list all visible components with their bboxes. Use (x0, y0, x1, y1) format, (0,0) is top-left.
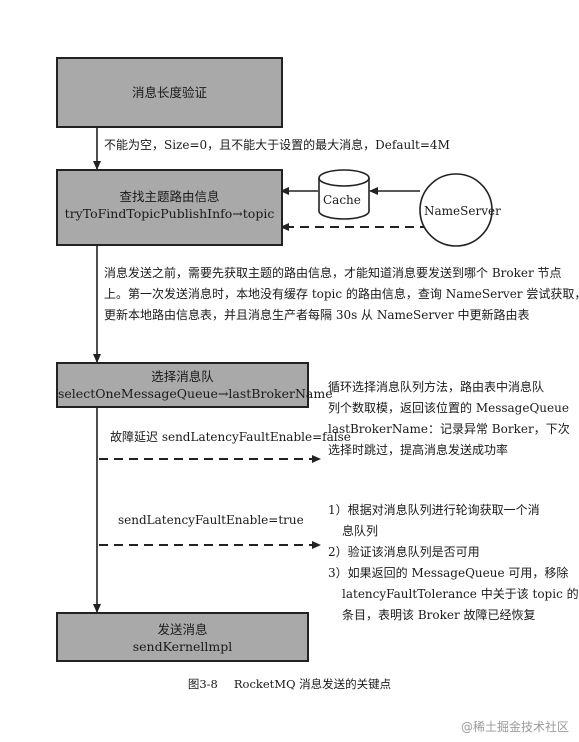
send-method: sendKernellmpl (132, 639, 233, 654)
send-box: 发送消息 sendKernellmpl (56, 612, 309, 662)
right-note2-line: 3）如果返回的 MessageQueue 可用，移除 (328, 566, 569, 580)
right-note1-line: 列个数取模，返回该位置的 MessageQueue (328, 401, 569, 415)
right-note2-line: 2）验证该消息队列是否可用 (328, 545, 480, 559)
validate-note: 不能为空，Size=0，且不能大于设置的最大消息，Default=4M (104, 138, 450, 152)
select-queue-title: 选择消息队 (151, 369, 214, 384)
validate-box: 消息长度验证 (56, 57, 283, 128)
nameserver-circle (419, 173, 493, 247)
validate-label: 消息长度验证 (131, 85, 207, 100)
route-note-line: 消息发送之前，需要先获取主题的路由信息，才能知道消息要发送到哪个 Broker … (104, 266, 562, 280)
figure-title: RocketMQ 消息发送的关键点 (233, 677, 392, 691)
right-note1: 循环选择消息队列方法，路由表中消息队 列个数取模，返回该位置的 MessageQ… (328, 377, 570, 461)
cache-cylinder (318, 169, 370, 220)
fault-false-label: 故障延迟 sendLatencyFaultEnable=false (110, 430, 351, 444)
find-route-method: tryToFindTopicPublishInfo→topic (64, 206, 275, 221)
right-note2: 1）根据对消息队列进行轮询获取一个消 息队列 2）验证该消息队列是否可用 3）如… (328, 500, 579, 626)
nameserver-label: NameServer (424, 204, 501, 218)
right-note1-line: 选择时跳过，提高消息发送成功率 (328, 443, 509, 457)
figure-number: 图3-8 (187, 677, 218, 691)
fault-true-label: sendLatencyFaultEnable=true (118, 513, 304, 527)
right-note2-line: 条目，表明该 Broker 故障已经恢复 (342, 608, 536, 622)
select-queue-box: 选择消息队 selectOneMessageQueue→lastBrokerNa… (56, 362, 333, 408)
figure-caption: 图3-8 RocketMQ 消息发送的关键点 (0, 676, 579, 692)
cache-label: Cache (323, 193, 361, 207)
right-note1-line: 循环选择消息队列方法，路由表中消息队 (328, 380, 545, 394)
send-title: 发送消息 (157, 622, 208, 637)
route-note: 消息发送之前，需要先获取主题的路由信息，才能知道消息要发送到哪个 Broker … (104, 263, 579, 326)
find-route-box: 查找主题路由信息 tryToFindTopicPublishInfo→topic (56, 169, 283, 246)
find-route-title: 查找主题路由信息 (119, 189, 220, 204)
route-note-line: 更新本地路由信息表，并且消息生产者每隔 30s 从 NameServer 中更新… (104, 308, 530, 322)
right-note2-line: latencyFaultTolerance 中关于该 topic 的 (342, 587, 579, 601)
watermark: @稀土掘金技术社区 (460, 720, 569, 734)
route-note-line: 上。第一次发送消息时，本地没有缓存 topic 的路由信息，查询 NameSer… (104, 287, 579, 301)
right-note2-line: 息队列 (342, 524, 379, 538)
right-note1-line: lastBrokerName：记录异常 Borker，下次 (328, 422, 570, 436)
select-queue-method: selectOneMessageQueue→lastBrokerName (58, 386, 333, 401)
right-note2-line: 1）根据对消息队列进行轮询获取一个消 (328, 503, 540, 517)
